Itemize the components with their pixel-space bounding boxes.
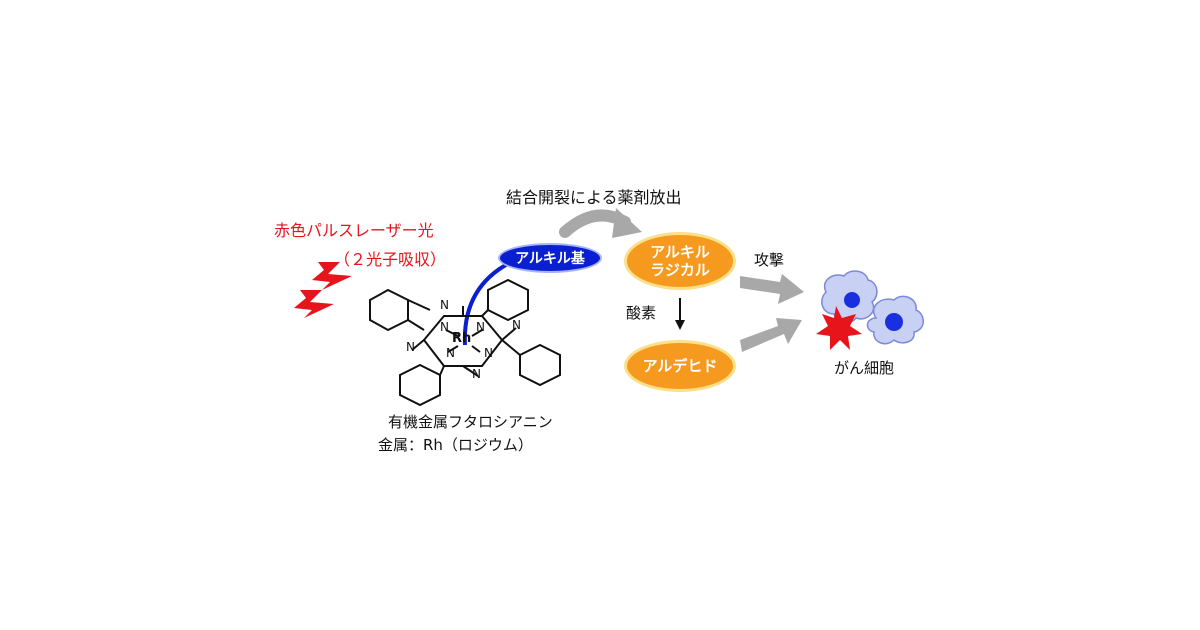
compound-label-line2: 金属：Rh（ロジウム） bbox=[378, 436, 533, 454]
nitrogen-atom: N bbox=[472, 367, 481, 381]
oxygen-arrow-head bbox=[675, 320, 685, 330]
attack-label: 攻撃 bbox=[754, 251, 785, 269]
laser-label-line2: （２光子吸収） bbox=[334, 250, 447, 269]
alkyl-radical-text-1: アルキル bbox=[650, 243, 710, 261]
release-arrow-head bbox=[612, 208, 642, 238]
cancer-cell-label: がん細胞 bbox=[834, 359, 895, 377]
aldehyde-text: アルデヒド bbox=[642, 357, 718, 375]
nitrogen-atom: N bbox=[406, 340, 415, 354]
nitrogen-atom: N bbox=[446, 346, 455, 360]
oxygen-label: 酸素 bbox=[626, 304, 657, 322]
alkyl-radical-oval: アルキル ラジカル bbox=[624, 232, 736, 290]
aldehyde-oval: アルデヒド bbox=[624, 340, 736, 392]
attack-arrow-lower bbox=[740, 318, 802, 352]
starburst-icon bbox=[816, 306, 862, 350]
release-label: 結合開裂による薬剤放出 bbox=[506, 188, 682, 207]
nitrogen-atom: N bbox=[484, 346, 493, 360]
laser-label-line1: 赤色パルスレーザー光 bbox=[274, 221, 434, 240]
cancer-cell-icon bbox=[821, 270, 924, 345]
alkyl-group-text: アルキル基 bbox=[515, 251, 585, 267]
nitrogen-atom: N bbox=[440, 320, 449, 334]
laser-bolt-icon bbox=[294, 290, 334, 318]
metal-symbol: Rh bbox=[452, 331, 472, 346]
laser-bolt-icon bbox=[312, 262, 352, 290]
compound-label-line1: 有機金属フタロシアニン bbox=[388, 413, 553, 431]
alkyl-group-label: アルキル基 bbox=[498, 243, 602, 273]
nitrogen-atom: N bbox=[476, 320, 485, 334]
nitrogen-atom: N bbox=[440, 298, 449, 312]
alkyl-radical-text-2: ラジカル bbox=[650, 261, 710, 279]
nitrogen-atom: N bbox=[512, 318, 521, 332]
attack-arrow-upper bbox=[740, 274, 804, 304]
phthalocyanine-structure bbox=[369, 278, 561, 407]
